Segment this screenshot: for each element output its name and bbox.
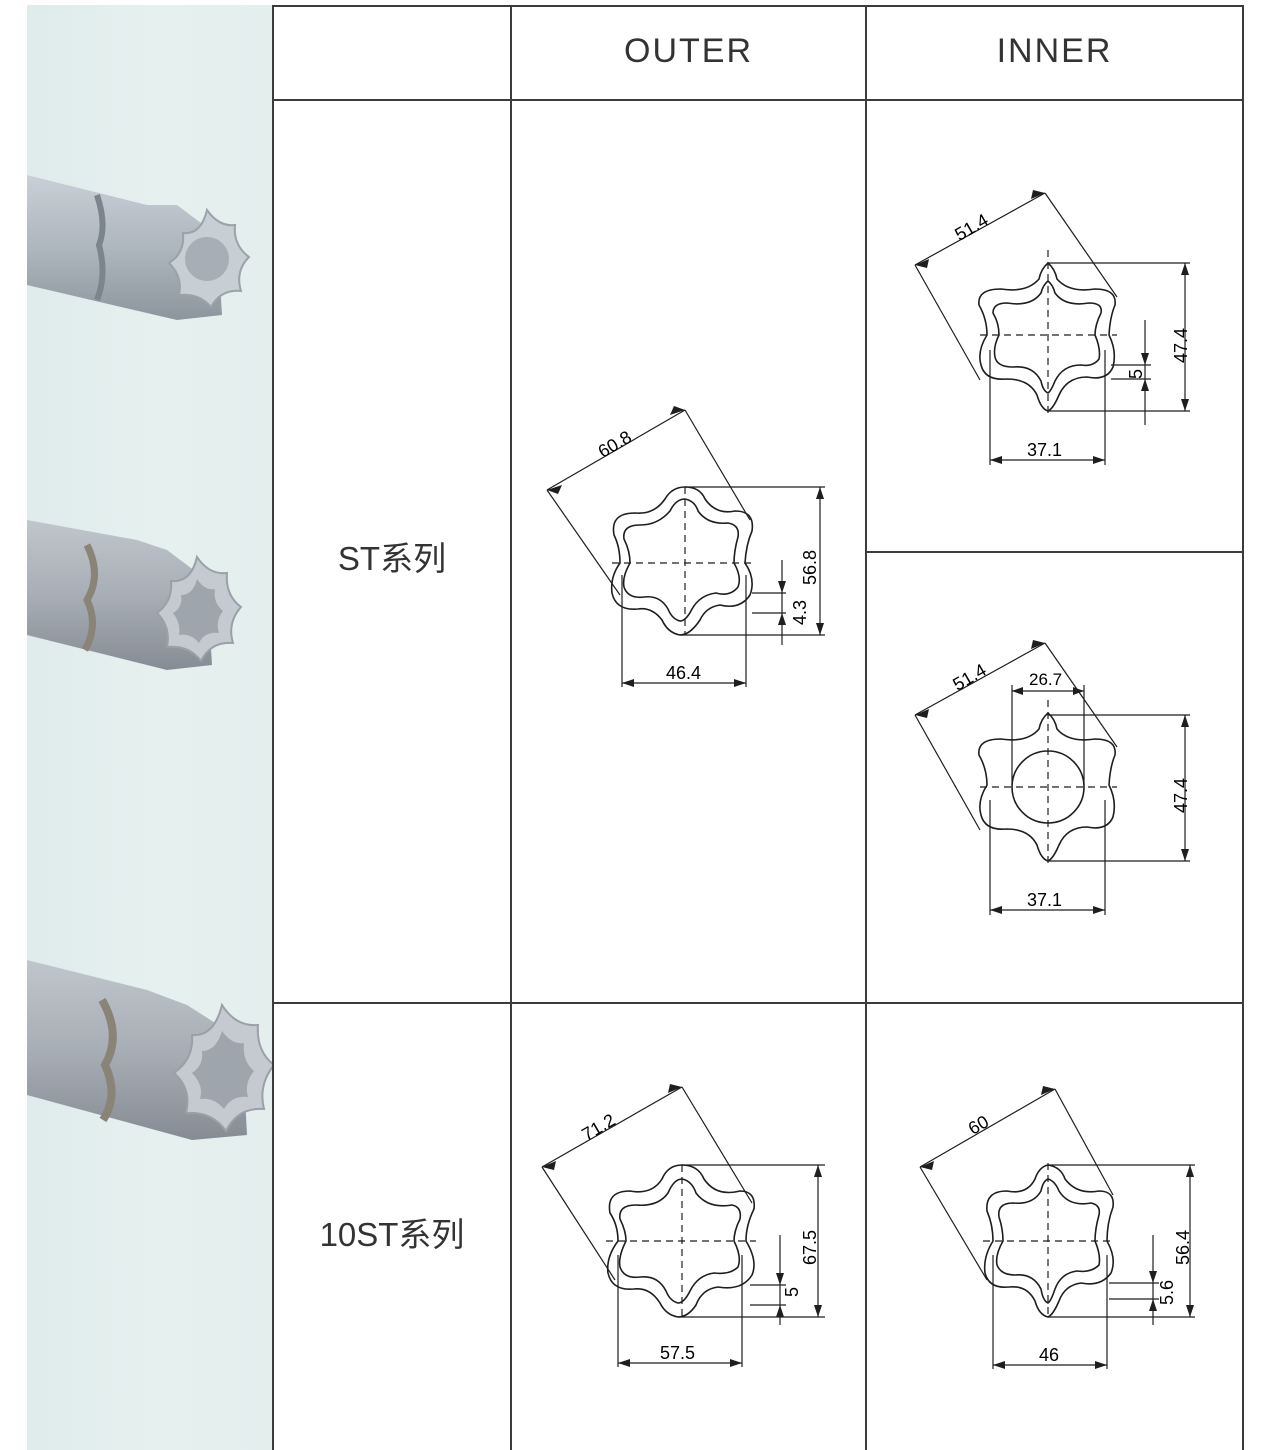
table-border-top [272,5,1244,7]
table-border-col1 [510,5,512,1450]
dim-width: 57.5 [660,1343,695,1363]
series-label-10st: 10ST系列 [319,1216,465,1253]
dim-width: 37.1 [1027,440,1062,460]
series-label-st: ST系列 [337,540,447,577]
star-profile-inner [995,1178,1101,1304]
st-tube-photo-1 [27,175,251,320]
dim-thickness: 5 [1126,369,1146,379]
st-inner-drawing-a: 51.4 47.4 5 37.1 [914,190,1191,465]
header-inner: INNER [996,32,1113,70]
dim-height: 47.4 [1171,778,1191,813]
dim-bore: 26.7 [1029,670,1062,689]
table-border-row [272,1002,1244,1004]
dim-diagonal: 71.2 [578,1110,618,1145]
st-outer-drawing: 60.8 56.8 4.3 46.4 [546,406,825,687]
star-profile [978,261,1116,412]
dim-width: 37.1 [1027,890,1062,910]
st-inner-drawing-b: 51.4 26.7 47.4 37.1 [914,640,1191,915]
dim-height: 67.5 [800,1230,820,1265]
table-border-left [272,5,274,1450]
tst-tube-photo [27,960,273,1140]
table-border-right [1242,5,1244,1450]
tst-inner-drawing: 60 56.4 5.6 46 [919,1086,1195,1369]
header-outer: OUTER [624,32,753,70]
dim-thickness: 4.3 [790,600,810,625]
star-profile-outer [610,486,754,636]
dim-height: 47.4 [1171,328,1191,363]
star-profile-inner [622,498,741,622]
dim-height: 56.8 [800,550,820,585]
dim-diagonal: 51.4 [951,210,991,245]
dim-thickness: 5.6 [1157,1280,1177,1305]
dim-height: 56.4 [1173,1230,1193,1265]
st-tube-photo-2 [27,520,243,670]
dim-thickness: 5 [782,1287,802,1297]
dim-width: 46.4 [666,663,701,683]
star-profile-inner [992,279,1103,394]
table-border-inner-split [865,551,1244,553]
table-border-col2 [865,5,867,1450]
table-border-header [272,99,1244,101]
dim-width: 46 [1039,1345,1059,1365]
dim-diagonal: 60.8 [595,427,635,462]
star-profile-inner [618,1178,742,1304]
product-photo-strip [27,5,273,1450]
dim-diagonal: 51.4 [949,660,989,695]
tst-outer-drawing: 71.2 67.5 5 57.5 [541,1084,825,1367]
dim-diagonal: 60 [965,1111,992,1138]
